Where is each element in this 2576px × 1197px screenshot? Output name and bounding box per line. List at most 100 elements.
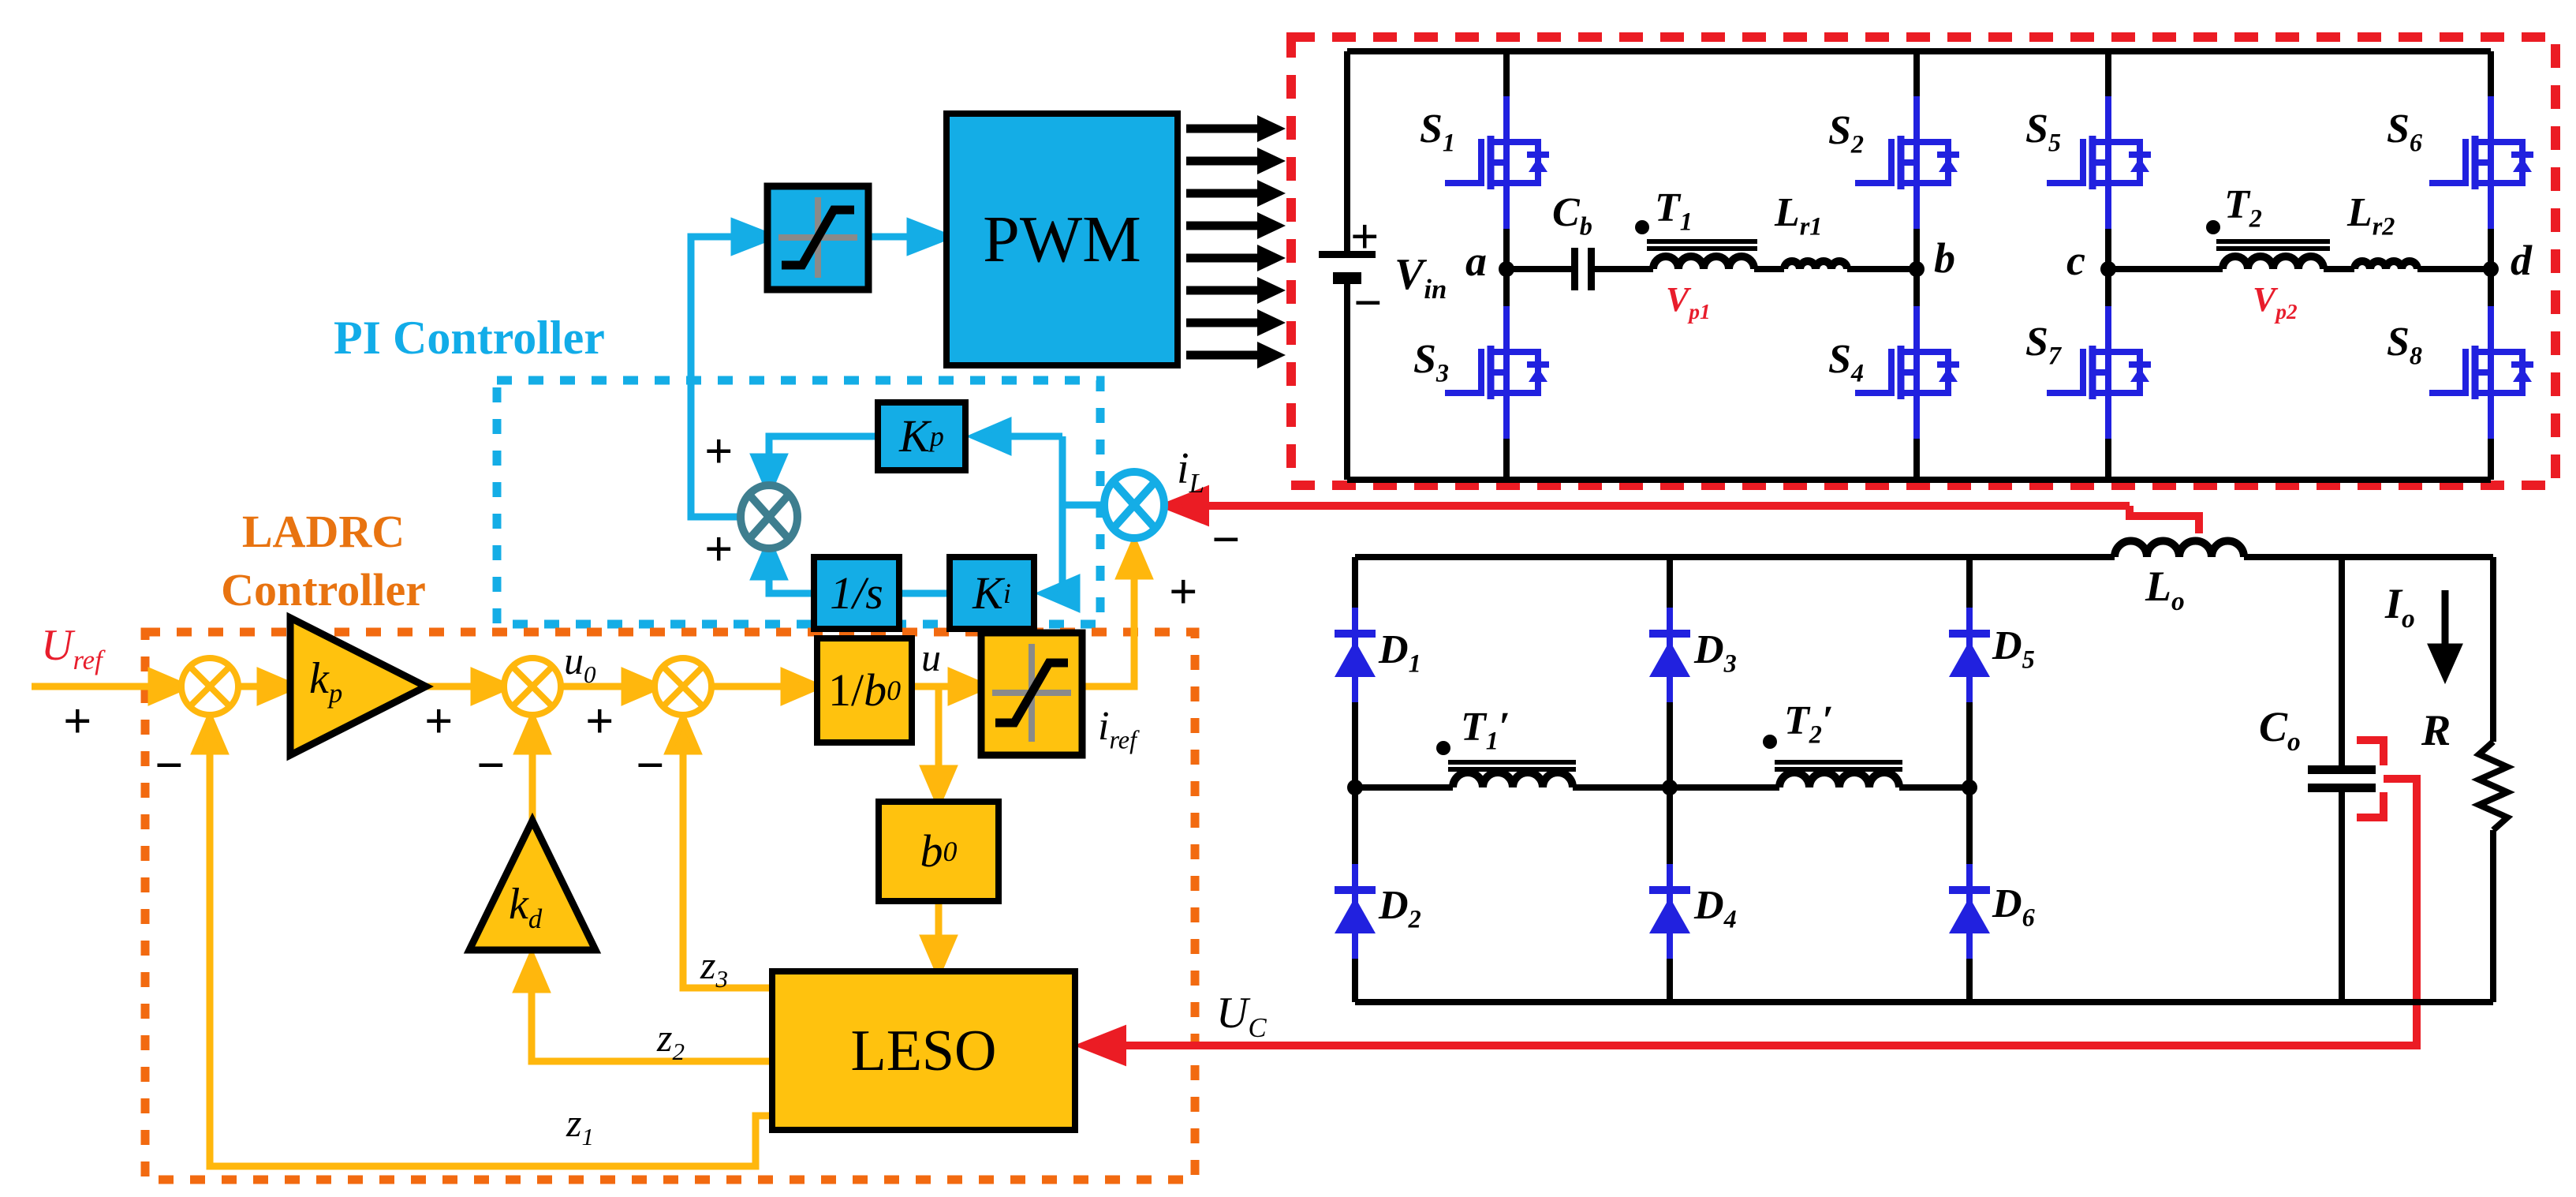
resistor-r-zigzag [2471,739,2515,832]
pi-sum-junction [737,481,801,552]
s7-label: S7 [2025,320,2062,370]
diode-icon-d6 [1949,864,1990,959]
d6-label: D6 [1992,881,2035,932]
capacitor-cb [1571,248,1595,290]
iL-label: iL [1177,444,1204,499]
inverter-dashed-box [1286,32,2560,490]
pwm-gate-arrow-7 [1186,309,1286,336]
pwm-block: PWM [943,110,1181,368]
kd-gain-label: kd [509,880,543,935]
sum-junction-1 [178,655,241,718]
s2-label: S2 [1828,108,1865,159]
kp-gain-triangle [286,612,434,761]
mosfet-icon-s8 [2429,306,2533,439]
kp-gain-label: kp [309,654,343,709]
t2-label: T2 [2224,182,2262,233]
io-arrow [2427,590,2463,685]
u0-label: u0 [564,638,596,688]
d5-label: D5 [1992,623,2035,674]
diode-icon-d2 [1335,864,1376,959]
io-label: Io [2385,580,2415,634]
sum-junction-2 [501,655,564,718]
saturation-block-ladrc [977,629,1086,759]
pwm-gate-arrows [1186,115,1286,368]
sum-junction-3 [651,655,715,718]
pwm-gate-arrow-8 [1186,342,1286,368]
sum2-plus-sign: + [424,693,454,749]
d3-label: D3 [1694,627,1737,678]
pi-wires [687,217,1104,613]
leso-block: LESO [769,968,1078,1133]
diode-icon-d4 [1649,864,1690,959]
u-label: u [921,635,941,679]
diode-icon-d3 [1649,608,1690,702]
node-c-label: c [2066,237,2085,284]
sum3-minus-sign: − [636,737,665,793]
sum1-minus-sign: − [155,737,184,793]
pi-controller-dashed-box [492,376,1105,629]
s5-label: S5 [2025,107,2062,157]
diode-icon-d5 [1949,608,1990,702]
t1-sec-label: T1′ [1461,705,1510,755]
battery-vin [1319,251,1376,284]
cb-label: Cb [1552,190,1592,241]
sum1-plus-sign: + [63,693,92,749]
pwm-gate-arrow-2 [1186,148,1286,174]
pwm-gate-arrow-3 [1186,180,1286,207]
transformer-cores [1436,220,2330,772]
vp1-label: Vp1 [1666,280,1711,324]
uref-label: Uref [41,621,103,676]
co-label: Co [2259,703,2301,757]
node-b-label: b [1934,234,1955,282]
s8-label: S8 [2387,320,2423,370]
vin-label: Vin [1394,250,1447,305]
lo-label: Lo [2145,563,2185,616]
d2-label: D2 [1379,883,1421,933]
node-a-label: a [1465,238,1487,285]
s6-label: S6 [2387,107,2423,157]
lr1-label: Lr1 [1775,190,1823,241]
s3-label: S3 [1413,337,1450,387]
ladrc-controller-title: LADRC Controller [221,506,426,615]
sense-wires [1073,484,2421,1067]
mult-plus-sign: + [1169,563,1198,619]
mosfet-icon-s6 [2429,96,2533,229]
capacitor-co [2308,765,2376,792]
battery-plus-sign: + [1350,208,1379,264]
s1-label: S1 [1420,107,1456,157]
mosfet-icon-s2 [1855,96,1959,229]
diode-icon-d1 [1335,608,1376,702]
mosfet-icon-s4 [1855,306,1959,439]
kd-gain-triangle [463,812,602,954]
mosfet-icon-s7 [2047,306,2151,439]
pisum-plus-bottom-sign: + [704,521,734,577]
integrator-block: 1/s [811,554,902,632]
d1-label: D1 [1379,627,1421,678]
pi-controller-title: PI Controller [334,312,605,364]
lr2-label: Lr2 [2347,190,2395,241]
iref-label: iref [1098,704,1137,754]
node-d-label: d [2511,237,2532,284]
saturation-block-pi [763,182,872,294]
ladrc-controller-dashed-box [140,627,1200,1184]
mult-minus-sign: − [1211,511,1241,567]
pwm-gate-arrow-4 [1186,212,1286,239]
r-label: R [2421,706,2451,755]
z3-label: z3 [700,943,728,993]
z1-label: z1 [566,1101,594,1150]
z2-label: z2 [657,1016,685,1065]
pwm-gate-arrow-6 [1186,277,1286,304]
pisum-plus-top-sign: + [704,423,734,479]
pwm-gate-arrow-1 [1186,115,1286,142]
t2-sec-label: T2′ [1784,698,1834,749]
vp2-label: Vp2 [2253,280,2298,324]
battery-minus-sign: − [1353,275,1383,331]
d4-label: D4 [1694,883,1737,933]
sum3-plus-sign: + [585,693,614,749]
mosfet-icon-s5 [2047,96,2151,229]
